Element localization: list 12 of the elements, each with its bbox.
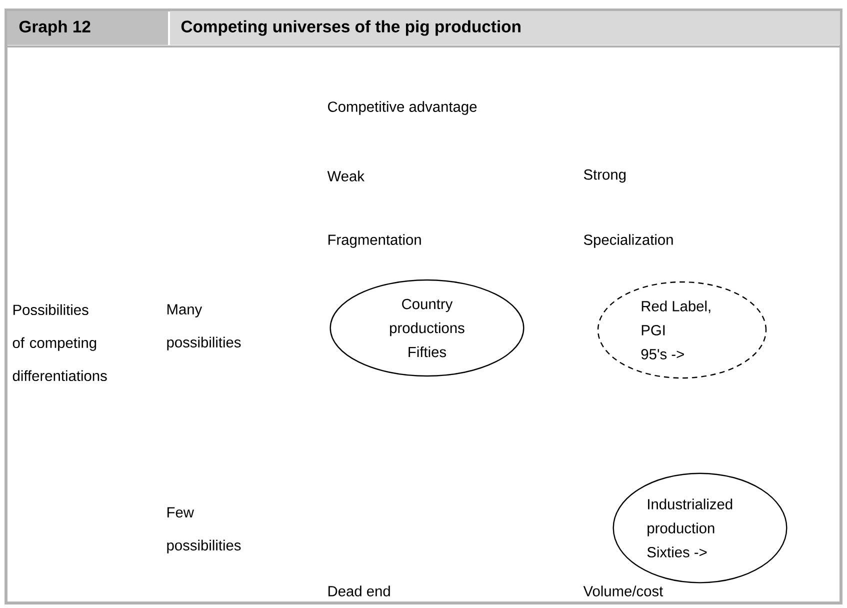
axis-label: Volume/cost <box>583 586 664 596</box>
title: Competing universes of the pig production <box>181 20 520 36</box>
axis-label: Specialization <box>584 234 673 248</box>
axis-label: Dead end <box>328 586 390 596</box>
axis-label: Many possibilities <box>167 304 241 350</box>
axis-label: Possibilities of competing differentiations <box>12 304 107 382</box>
axis-label: Strong <box>584 169 626 183</box>
axis-label: Weak <box>327 170 365 182</box>
axis-label: Few possibilities <box>167 507 241 554</box>
header-cell: Graph 12 <box>19 20 90 36</box>
axis-label: Competitive advantage <box>328 101 477 115</box>
axis-label: Fragmentation <box>328 234 421 248</box>
